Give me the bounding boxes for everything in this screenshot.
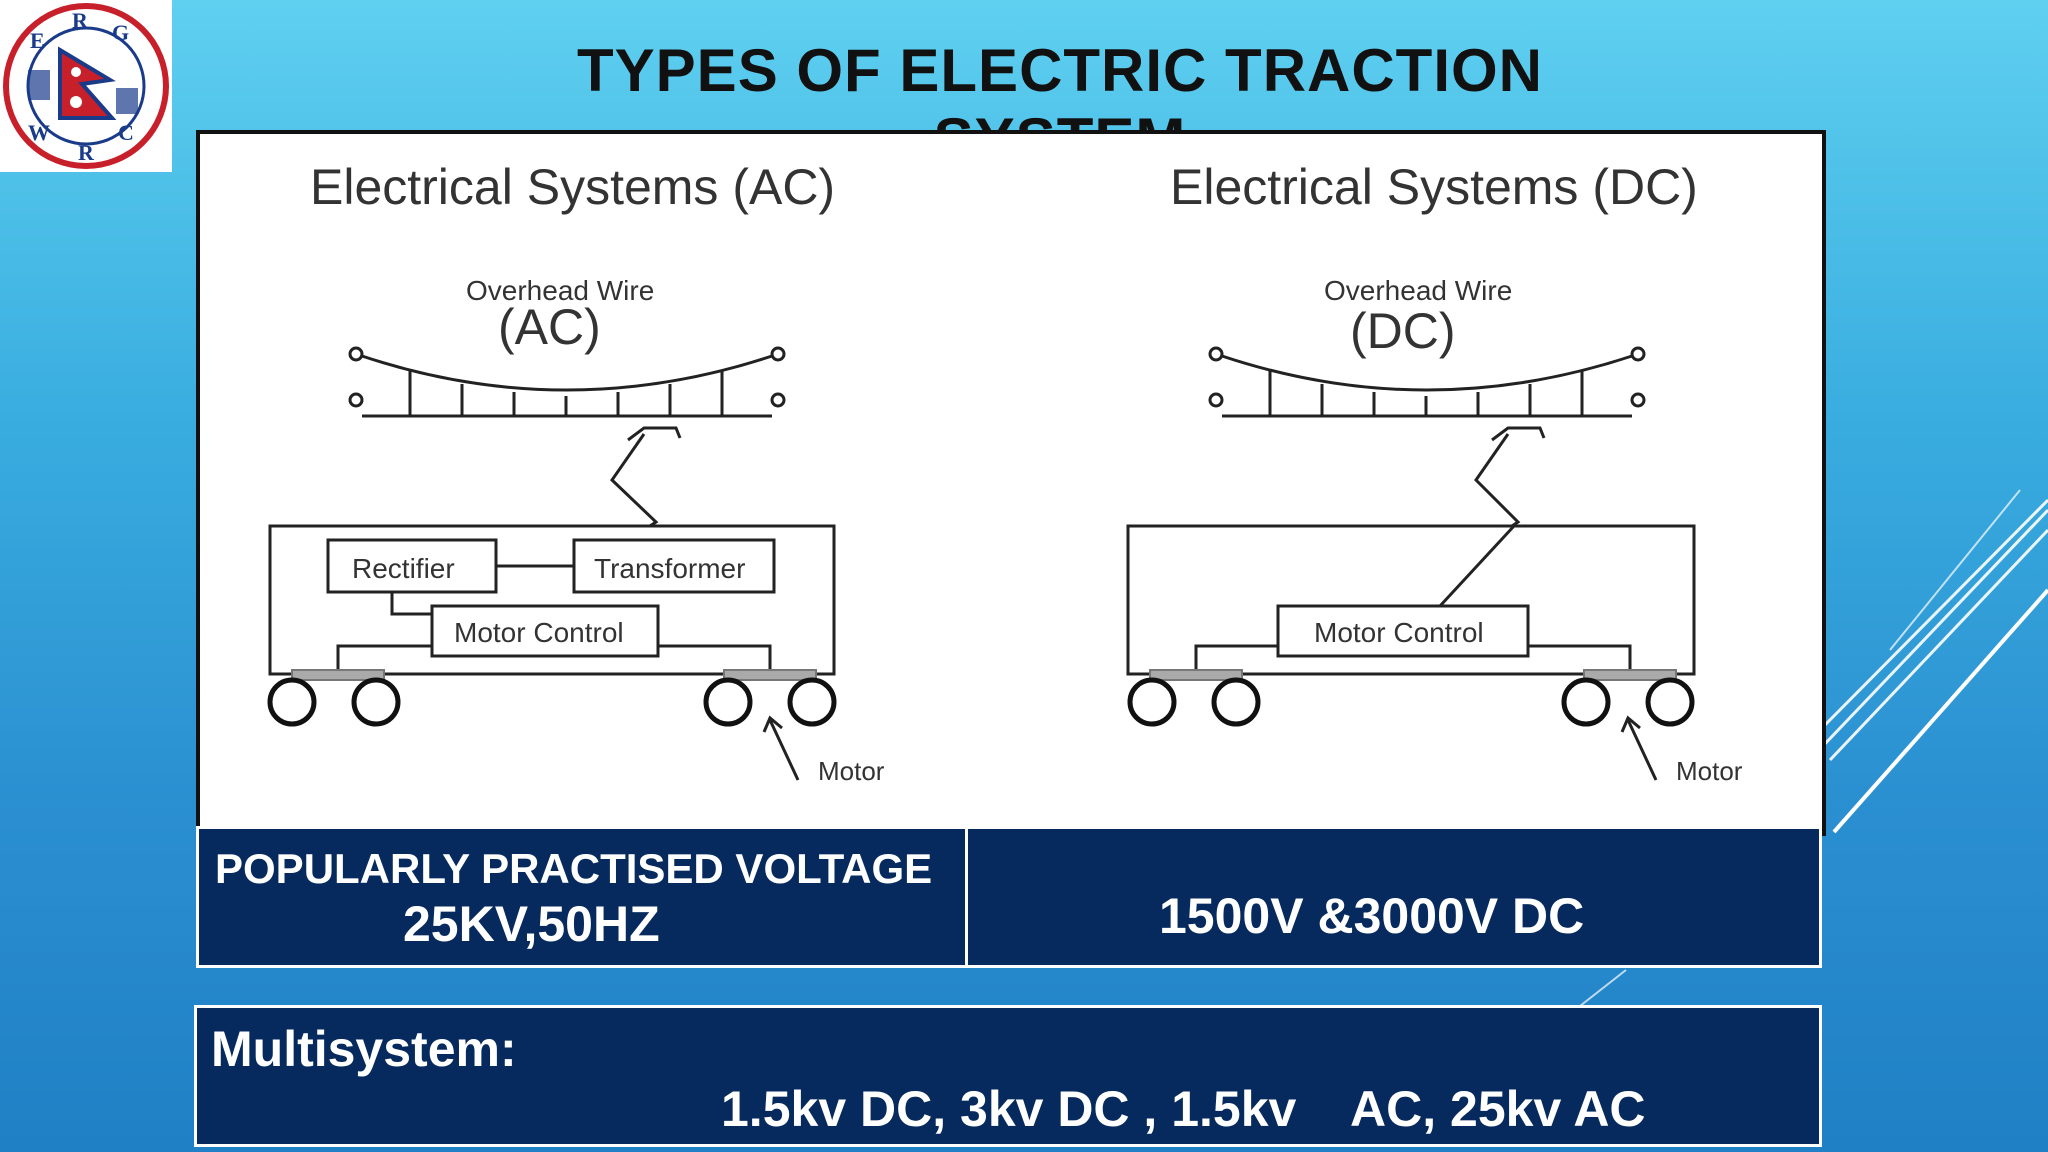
decorative-line-small [1579,969,1627,1007]
traction-diagram-svg: Electrical Systems (AC) Overhead Wire (A… [267,159,1743,786]
svg-text:R: R [72,8,89,33]
dc-car-body [1126,524,1696,676]
ac-overhead-wire [348,346,786,418]
dc-motor-arrow [1620,715,1658,781]
dc-wire-type: (DC) [1350,303,1456,359]
svg-text:E: E [30,28,45,53]
ac-motor-control-label: Motor Control [454,617,624,648]
ac-transformer-label: Transformer [594,553,745,584]
multisystem-box: Multisystem: 1.5kv DC, 3kv DC , 1.5kv AC… [194,1005,1822,1147]
ac-motor-label: Motor [818,756,885,786]
ac-pantograph [610,426,682,528]
logo-emblem: E R G W R C [3,3,169,169]
dc-pantograph [1438,426,1546,608]
voltage-divider [965,829,968,965]
erg-wrc-logo: E R G W R C [0,0,172,172]
dc-motor-label: Motor [1676,756,1743,786]
dc-heading: Electrical Systems (DC) [1170,159,1698,215]
ac-car-body [268,524,836,676]
voltage-label: POPULARLY PRACTISED VOLTAGE [215,845,933,892]
ac-wheels [267,669,837,727]
svg-text:W: W [28,120,50,145]
dc-motor-control-box [1276,604,1530,658]
multisystem-title: Multisystem: [211,1021,517,1077]
traction-diagram: Electrical Systems (AC) Overhead Wire (A… [196,130,1826,836]
dc-motor-control-label: Motor Control [1314,617,1484,648]
ac-rectifier-box [326,538,498,594]
dc-overhead-wire [1208,346,1646,418]
ac-rectifier-label: Rectifier [352,553,455,584]
ac-wiring [336,564,772,670]
decorative-lines [1798,489,2048,834]
svg-text:G: G [112,20,129,45]
ac-wire-label: Overhead Wire [466,275,654,306]
dc-wiring [1194,644,1632,670]
ac-motor-arrow [762,715,800,781]
voltage-ac-value: 25KV,50HZ [403,896,660,952]
svg-text:C: C [118,120,134,145]
ac-heading: Electrical Systems (AC) [310,159,835,215]
voltage-table: POPULARLY PRACTISED VOLTAGE 25KV,50HZ 15… [196,826,1822,968]
svg-text:R: R [78,140,95,165]
ac-motor-control-box [430,604,660,658]
ac-wire-type: (AC) [498,299,601,355]
multisystem-values: 1.5kv DC, 3kv DC , 1.5kv AC, 25kv AC [721,1081,1646,1137]
dc-wire-label: Overhead Wire [1324,275,1512,306]
voltage-dc-value: 1500V &3000V DC [1159,888,1585,944]
dc-wheels [1127,669,1695,727]
